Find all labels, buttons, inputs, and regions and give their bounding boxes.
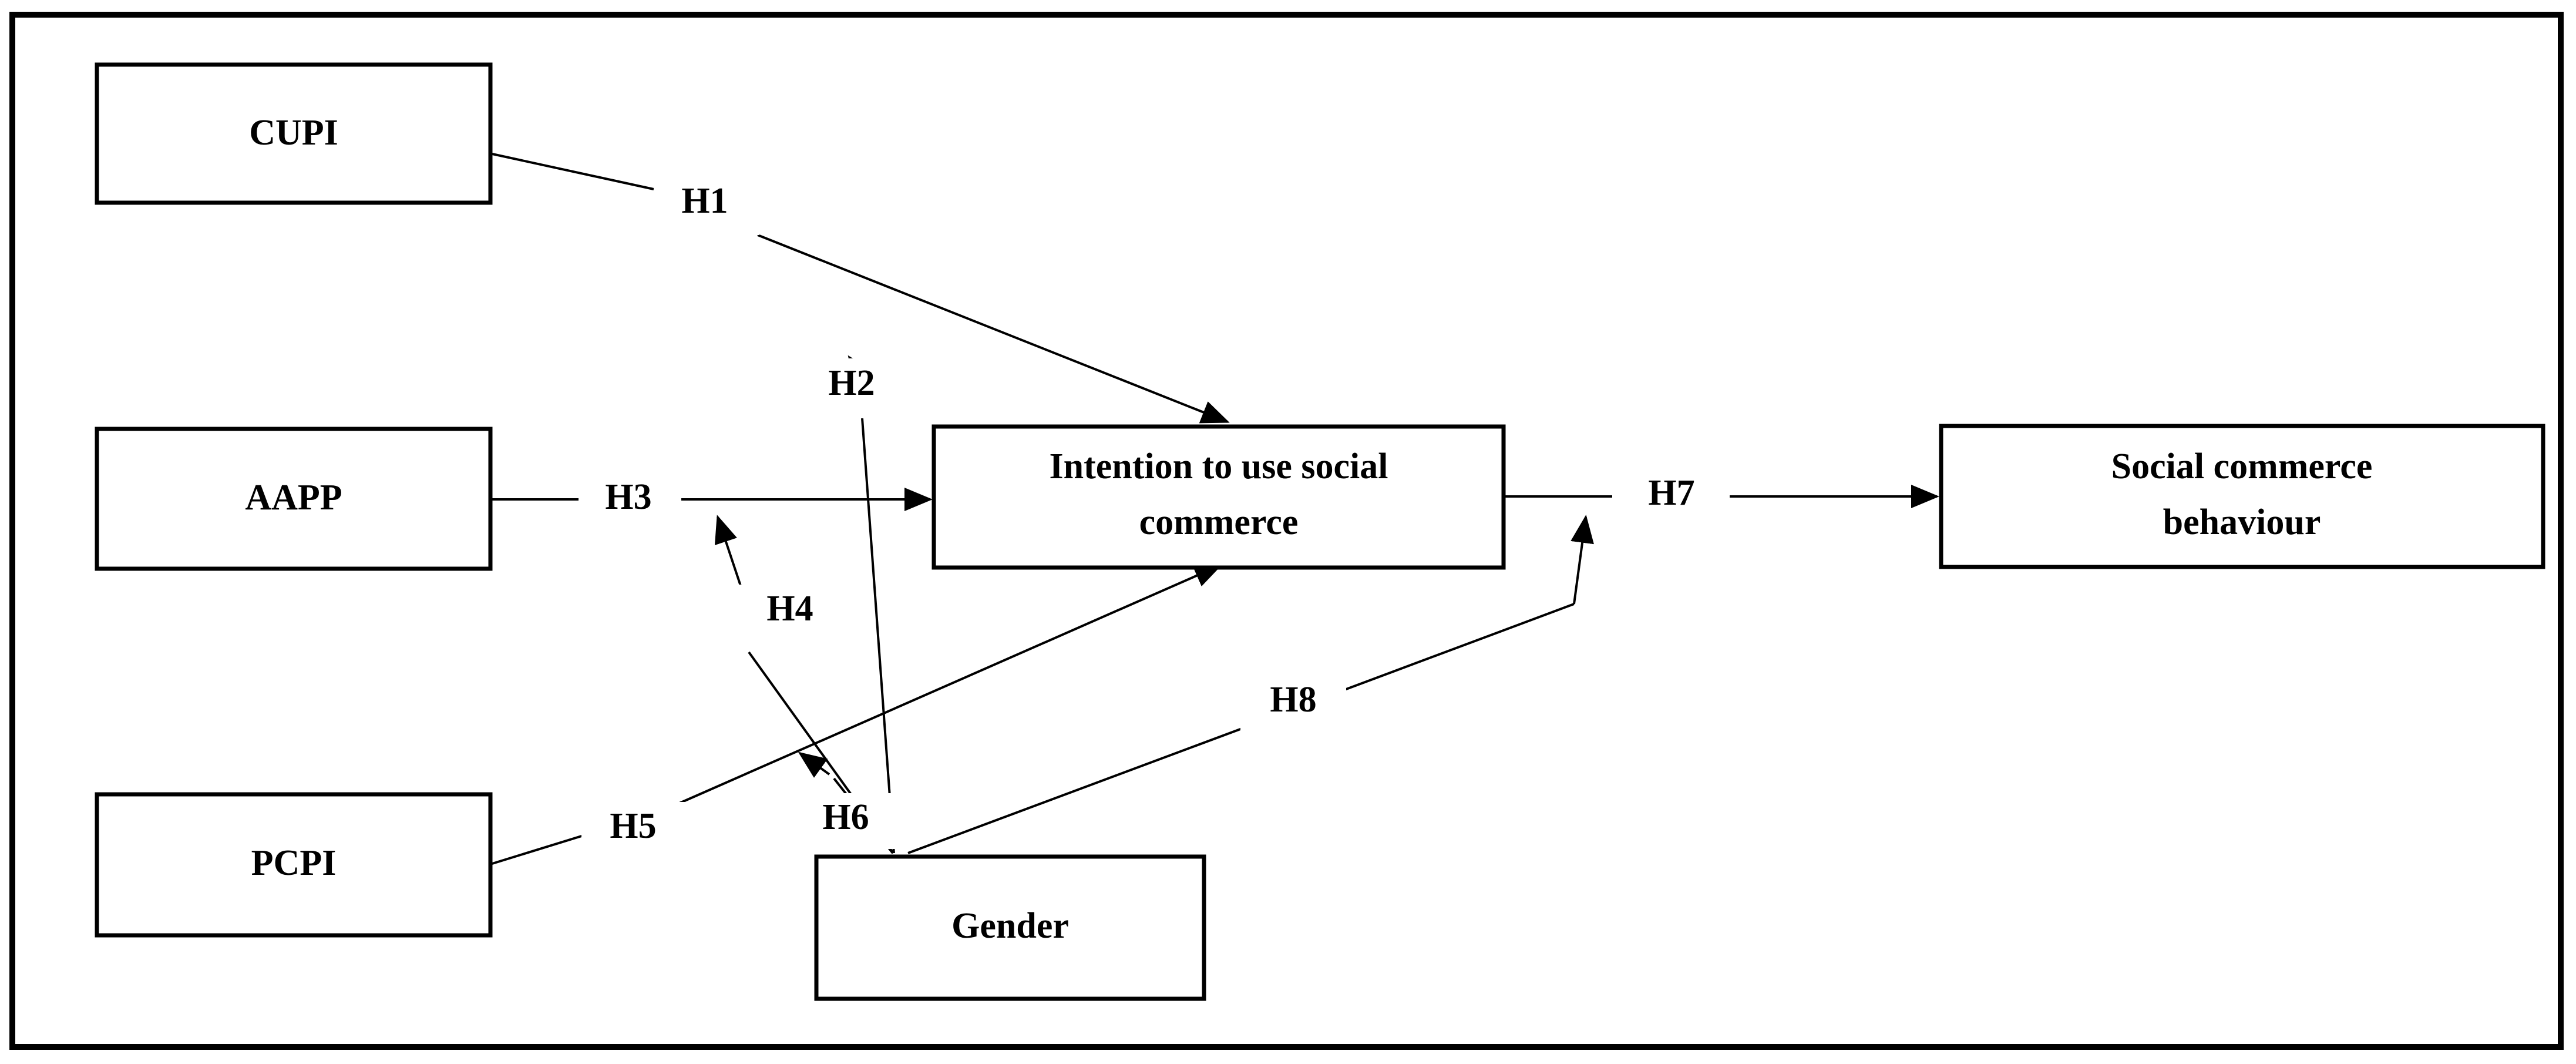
node-behaviour[interactable]: Social commerce behaviour: [1939, 424, 2545, 569]
hypothesis-label-h3-text: H3: [605, 477, 651, 517]
hypothesis-label-h4-text: H4: [766, 589, 813, 629]
node-intention-label-line1: Intention to use social: [1050, 447, 1388, 486]
hypothesis-label-h6: H6: [794, 793, 900, 849]
hypothesis-label-h1-text: H1: [681, 181, 728, 221]
node-pcpi-label: PCPI: [251, 843, 337, 883]
hypothesis-label-h3: H3: [579, 473, 681, 529]
node-aapp[interactable]: AAPP: [95, 427, 493, 571]
node-behaviour-label-line2: behaviour: [2163, 502, 2321, 542]
node-intention-label-line2: commerce: [1139, 502, 1299, 542]
hypothesis-label-h2: H2: [799, 358, 904, 417]
node-intention-box[interactable]: [931, 424, 1506, 570]
node-pcpi-box[interactable]: [95, 792, 493, 938]
node-cupi-label: CUPI: [249, 113, 338, 153]
node-gender[interactable]: Gender: [814, 854, 1206, 1001]
hypothesis-label-h7: H7: [1621, 469, 1724, 525]
node-cupi[interactable]: CUPI: [95, 62, 493, 205]
hypothesis-label-h4: H4: [739, 585, 845, 640]
hypothesis-label-h6-text: H6: [822, 797, 869, 837]
hypothesis-label-h5-text: H5: [610, 806, 656, 846]
hypothesis-label-h8: H8: [1240, 674, 1346, 732]
node-cupi-box[interactable]: [95, 62, 493, 205]
node-aapp-label: AAPP: [245, 478, 342, 518]
hypothesis-label-h7-text: H7: [1648, 473, 1694, 513]
hypothesis-label-h5: H5: [581, 802, 687, 858]
node-behaviour-box[interactable]: [1939, 424, 2545, 569]
edge-h8: [907, 515, 1594, 854]
edge-h2: [848, 355, 895, 854]
node-gender-box[interactable]: [814, 854, 1206, 1001]
hypothesis-label-h2-text: H2: [828, 363, 875, 403]
node-behaviour-label-line1: Social commerce: [2111, 447, 2373, 486]
node-intention[interactable]: Intention to use social commerce: [931, 424, 1506, 570]
edge-h1: [492, 153, 1230, 424]
node-pcpi[interactable]: PCPI: [95, 792, 493, 938]
figure-frame: [9, 12, 2564, 1050]
hypothesis-label-h8-text: H8: [1270, 680, 1316, 720]
node-aapp-box[interactable]: [95, 427, 493, 571]
edge-h5: [492, 564, 1223, 865]
node-gender-label: Gender: [951, 906, 1069, 946]
hypothesis-label-h1: H1: [654, 176, 759, 235]
